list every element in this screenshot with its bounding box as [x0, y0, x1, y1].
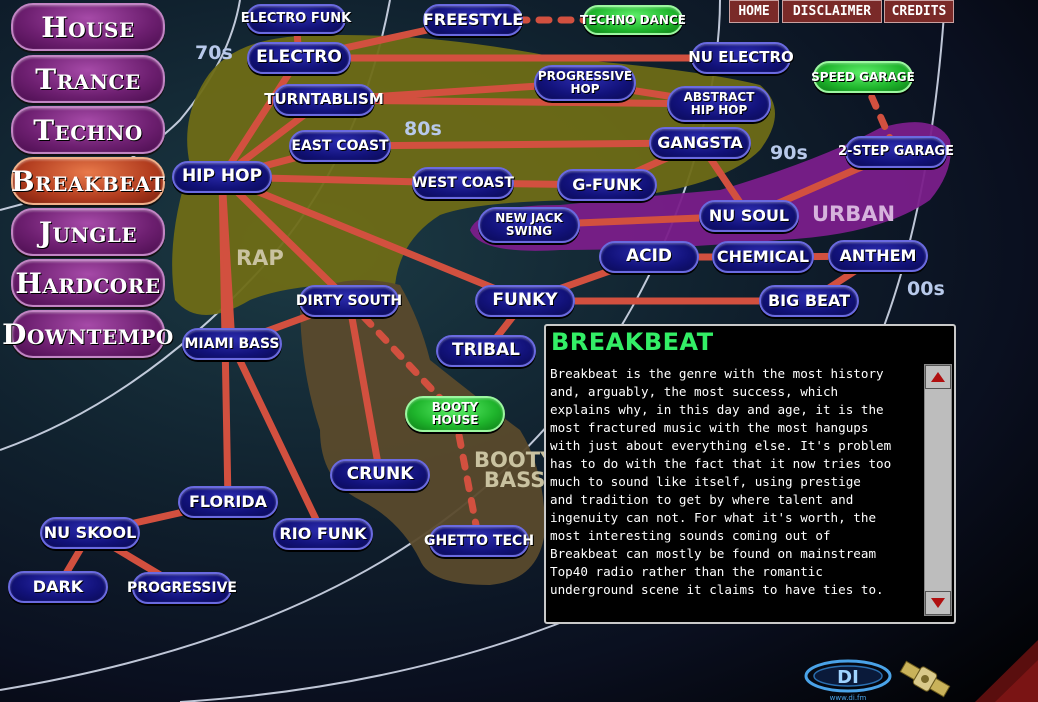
connection-mb-rf: [228, 340, 327, 538]
info-text-line: with just about everything else. It's pr…: [550, 438, 892, 453]
genre-button-trance[interactable]: Trance: [11, 55, 165, 103]
node-electro-funk[interactable]: ELECTRO FUNK: [241, 4, 351, 34]
node-west-coast[interactable]: WEST COAST: [412, 167, 514, 199]
info-text-line: and, arguably, the most success, which: [550, 384, 839, 399]
node-anthem[interactable]: ANTHEM: [828, 240, 928, 272]
node-progressive-hop[interactable]: PROGRESSIVE HOP: [534, 65, 636, 101]
connection-el-hh: [218, 54, 303, 181]
node-speed-garage[interactable]: SPEED GARAGE: [811, 61, 915, 93]
connection-ds-cr: [345, 297, 384, 479]
progressive-hop-line2: HOP: [570, 82, 600, 96]
urban-region-label: URBAN: [812, 202, 896, 226]
node-ghetto-tech[interactable]: GHETTO TECH: [424, 525, 534, 557]
connection-hh-mb: [218, 173, 236, 348]
connection-hh-fk: [218, 173, 529, 305]
node-abstract-hip-hop[interactable]: ABSTRACT HIP HOP: [667, 86, 771, 122]
node-nu-skool[interactable]: NU SKOOL: [40, 517, 140, 549]
info-title: BREAKBEAT: [551, 328, 714, 356]
info-text-line: explains why, in this day and age, it is…: [550, 402, 884, 417]
nav-credits-link[interactable]: CREDITS: [884, 0, 954, 23]
connection-tt-ah: [320, 96, 723, 108]
node-dark[interactable]: DARK: [8, 571, 108, 603]
urban-region: [470, 122, 951, 251]
node-progressive[interactable]: PROGRESSIVE: [127, 572, 237, 604]
new-jack-swing-line1: NEW JACK: [495, 211, 563, 226]
node-new-jack-swing[interactable]: NEW JACK SWING: [478, 207, 580, 243]
info-panel: BREAKBEAT Breakbeat is the genre with th…: [544, 324, 956, 624]
node-miami-bass[interactable]: MIAMI BASS: [182, 328, 282, 360]
info-text-line: most fractured music with the most hangu…: [550, 420, 869, 435]
di-logo-text: DI: [837, 667, 859, 688]
node-acid[interactable]: ACID: [599, 241, 699, 273]
abstract-hip-hop-line1: ABSTRACT: [683, 90, 755, 105]
nav-disclaimer-link[interactable]: DISCLAIMER: [782, 0, 882, 23]
genre-button-jungle[interactable]: Jungle: [11, 208, 165, 256]
arrow-up-icon: [931, 372, 945, 382]
info-scrollbar[interactable]: [924, 364, 952, 616]
connection-hh-ds: [218, 173, 353, 305]
connection-ec-ga: [336, 139, 704, 150]
info-text-line: much to sound like itself, using prestig…: [550, 474, 861, 489]
connection-ds-bh: [345, 297, 459, 418]
node-east-coast[interactable]: EAST COAST: [289, 130, 391, 162]
booty-bass-label-line1: BOOTY: [474, 448, 556, 472]
node-techno-dance[interactable]: TECHNO DANCE: [580, 5, 686, 35]
di-logo-url: www.di.fm: [830, 694, 867, 702]
era-70s-label: 70s: [195, 42, 233, 64]
era-90s-label: 90s: [770, 142, 808, 164]
genre-button-downtempo[interactable]: Downtempo: [2, 310, 173, 358]
info-text-line: has to do with the fact that it now trie…: [550, 456, 892, 471]
scroll-up-button[interactable]: [925, 365, 951, 389]
node-2-step-garage[interactable]: 2-STEP GARAGE: [838, 136, 954, 168]
scroll-down-button[interactable]: [925, 591, 951, 615]
info-text-line: Top40 radio rather than the romantic: [550, 564, 823, 579]
node-big-beat[interactable]: BIG BEAT: [759, 285, 859, 317]
node-funky[interactable]: FUNKY: [475, 285, 575, 317]
node-crunk[interactable]: CRUNK: [330, 459, 430, 491]
node-booty-house[interactable]: BOOTY HOUSE: [405, 396, 505, 432]
satellite-icon: [899, 660, 951, 698]
node-hip-hop[interactable]: HIP HOP: [172, 161, 272, 193]
era-00s-label: 00s: [907, 278, 945, 300]
node-freestyle[interactable]: FREESTYLE: [423, 4, 523, 36]
node-nu-electro[interactable]: NU ELECTRO: [688, 42, 794, 74]
info-text-line: ingenuity can not. For what it's worth, …: [550, 510, 877, 525]
new-jack-swing-line2: SWING: [505, 224, 553, 238]
node-g-funk[interactable]: G-FUNK: [557, 169, 657, 201]
booty-house-line1: BOOTY: [431, 400, 479, 415]
node-electro[interactable]: ELECTRO: [247, 42, 351, 74]
arrow-down-icon: [931, 598, 945, 608]
corner-decoration: [975, 640, 1038, 702]
node-dirty-south[interactable]: DIRTY SOUTH: [296, 285, 402, 317]
info-text-line: and tradition to get by where talent and: [550, 492, 854, 507]
progressive-hop-line1: PROGRESSIVE: [537, 69, 633, 84]
node-rio-funk[interactable]: RIO FUNK: [273, 518, 373, 550]
era-80s-label: 80s: [404, 118, 442, 140]
genre-button-hardcore[interactable]: Hardcore: [11, 259, 165, 307]
info-text-line: most interesting sounds coming out of: [550, 528, 831, 543]
node-tribal[interactable]: TRIBAL: [436, 335, 536, 367]
booty-bass-label-line2: BASS: [483, 468, 546, 492]
booty-bass-region-label: BOOTY BASS: [474, 448, 556, 492]
node-chemical[interactable]: CHEMICAL: [712, 241, 814, 273]
node-florida[interactable]: FLORIDA: [178, 486, 278, 518]
info-text-line: underground scene it claims to have ties…: [550, 582, 884, 597]
genre-button-breakbeat[interactable]: Breakbeat: [11, 157, 165, 205]
node-gangsta[interactable]: GANGSTA: [649, 127, 751, 159]
info-text: Breakbeat is the genre with the most his…: [550, 365, 916, 599]
connection-bh-gt: [451, 410, 483, 545]
genre-button-techno[interactable]: Techno: [11, 106, 165, 154]
info-text-line: Breakbeat can mostly be found on mainstr…: [550, 546, 877, 561]
info-text-line: Breakbeat is the genre with the most his…: [550, 366, 884, 381]
genre-button-house[interactable]: House: [11, 3, 165, 51]
node-turntablism[interactable]: TURNTABLISM: [264, 84, 384, 116]
booty-house-line2: HOUSE: [431, 413, 479, 427]
nav-home-link[interactable]: HOME: [729, 0, 779, 23]
node-nu-soul[interactable]: NU SOUL: [699, 200, 799, 232]
rap-region-label: RAP: [236, 246, 284, 270]
di-logo[interactable]: DI www.di.fm: [804, 658, 892, 702]
abstract-hip-hop-line2: HIP HOP: [690, 103, 748, 117]
